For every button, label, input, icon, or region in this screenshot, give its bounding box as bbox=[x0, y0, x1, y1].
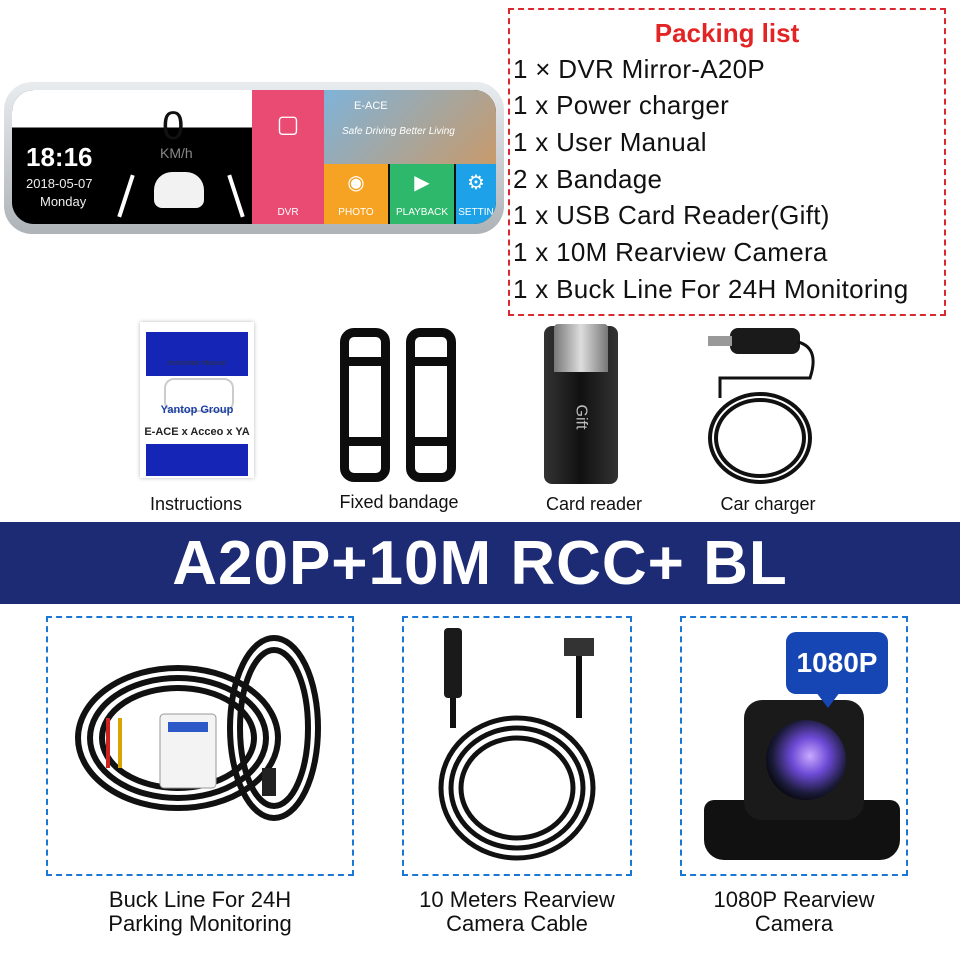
banner-title: A20P+10M RCC+ BL bbox=[172, 528, 788, 598]
card-reader-gift-text: Gift bbox=[572, 404, 590, 430]
camera-caption-line2: Camera bbox=[754, 911, 834, 936]
converter-box bbox=[159, 713, 217, 789]
clock-date: 2018-05-07 bbox=[26, 176, 93, 191]
cable-card bbox=[402, 616, 632, 876]
car-charger-image bbox=[708, 328, 815, 484]
converter-label bbox=[168, 722, 208, 732]
preview-image bbox=[324, 90, 496, 164]
bandage-bar bbox=[415, 357, 447, 366]
packing-item: 1 x User Manual bbox=[513, 127, 707, 157]
cable-caption-line2: Camera Cable bbox=[446, 911, 588, 936]
buck-line-image bbox=[75, 635, 321, 821]
gear-icon: ⚙ bbox=[467, 172, 485, 194]
settings-tile: ⚙ SETTIN bbox=[456, 164, 496, 224]
cable-caption: 10 Meters Rearview Camera Cable bbox=[402, 888, 632, 936]
resolution-badge: 1080P bbox=[786, 632, 888, 694]
charger-coil bbox=[714, 398, 806, 478]
clock-time: 18:16 bbox=[26, 142, 93, 172]
usb-plug bbox=[554, 324, 608, 372]
speed-value: 0 bbox=[162, 104, 185, 148]
dvr-tile: ▢ DVR bbox=[252, 90, 324, 224]
bandage-bar bbox=[415, 437, 447, 446]
clock-day: Monday bbox=[40, 194, 87, 209]
charger-cable bbox=[718, 340, 815, 398]
instructions-label: Instructions bbox=[149, 494, 243, 514]
packing-list-box: Packing list 1 × DVR Mirror-A20P 1 x Pow… bbox=[508, 8, 946, 316]
slogan-text: Safe Driving Better Living bbox=[342, 126, 455, 137]
packing-item: 2 x Bandage bbox=[513, 164, 663, 194]
cable-coil bbox=[458, 735, 576, 841]
manual-heading: Instruction Manual bbox=[168, 360, 226, 367]
bandage-strap-right bbox=[406, 328, 456, 482]
dvr-mirror-image: 0 KM/h 18:16 2018-05-07 Monday ▢ DVR E-A… bbox=[4, 82, 504, 234]
camera-caption: 1080P Rearview Camera bbox=[680, 888, 908, 936]
speed-unit: KM/h bbox=[160, 145, 193, 161]
bandage-bar bbox=[349, 357, 381, 366]
car-charger-label: Car charger bbox=[720, 494, 816, 514]
buck-line-caption: Buck Line For 24H Parking Monitoring bbox=[46, 888, 354, 936]
cable-coil bbox=[448, 725, 586, 851]
play-icon: ▶ bbox=[414, 172, 430, 194]
settings-tile-label: SETTIN bbox=[458, 207, 494, 218]
cable-loop bbox=[237, 647, 311, 809]
brand-logo-text: E-ACE bbox=[354, 100, 388, 112]
card-reader-label: Card reader bbox=[545, 494, 643, 514]
buck-line-caption-line2: Parking Monitoring bbox=[108, 911, 292, 936]
bandage-strap-left bbox=[340, 328, 390, 482]
packing-item: 1 x Buck Line For 24H Monitoring bbox=[513, 274, 909, 304]
bandage-bar bbox=[349, 437, 381, 446]
charger-tip bbox=[708, 336, 732, 346]
playback-tile-label: PLAYBACK bbox=[395, 207, 449, 218]
manual-mirror-drawing bbox=[164, 378, 234, 412]
cable-coil bbox=[87, 675, 269, 801]
manual-logos-text: E-ACE x Acceo x YA bbox=[144, 426, 250, 438]
car-icon bbox=[154, 172, 204, 208]
cable-jack bbox=[564, 638, 594, 656]
packing-item: 1 × DVR Mirror-A20P bbox=[513, 54, 766, 84]
dvr-tile-label: DVR bbox=[277, 207, 299, 218]
cable-coil bbox=[75, 665, 281, 811]
instruction-manual-image: Instruction Manual Yantop Group E-ACE x … bbox=[140, 322, 254, 478]
fixed-bandage-label: Fixed bandage bbox=[339, 492, 459, 512]
cable-caption-line1: 10 Meters Rearview bbox=[419, 887, 615, 912]
rearview-cable-image bbox=[438, 628, 596, 861]
charger-plug bbox=[730, 328, 800, 354]
packing-item: 1 x USB Card Reader(Gift) bbox=[513, 200, 830, 230]
camera-card bbox=[680, 616, 908, 876]
photo-tile: ◉ PHOTO bbox=[324, 164, 388, 224]
cable-connector bbox=[444, 628, 462, 698]
packing-list-title: Packing list bbox=[654, 18, 800, 48]
charger-coil bbox=[708, 392, 812, 484]
manual-group-text: Yantop Group bbox=[160, 404, 234, 416]
packing-item: 1 x Power charger bbox=[513, 90, 730, 120]
packing-item: 1 x 10M Rearview Camera bbox=[513, 237, 828, 267]
dashboard-panel bbox=[12, 90, 252, 224]
buck-line-caption-line1: Buck Line For 24H bbox=[108, 887, 292, 912]
playback-tile: ▶ PLAYBACK bbox=[390, 164, 454, 224]
camera-caption-line1: 1080P Rearview bbox=[713, 887, 875, 912]
badge-pointer bbox=[816, 692, 840, 708]
manual-bottom-band bbox=[146, 444, 248, 476]
video-camera-icon: ▢ bbox=[276, 111, 300, 138]
mirror-screen: 0 KM/h 18:16 2018-05-07 Monday ▢ DVR E-A… bbox=[12, 90, 496, 224]
manual-top-band bbox=[146, 332, 248, 376]
photo-tile-label: PHOTO bbox=[338, 207, 374, 218]
cable-coil bbox=[438, 715, 596, 861]
camera-lens bbox=[766, 720, 846, 800]
model-banner: A20P+10M RCC+ BL bbox=[0, 522, 960, 604]
card-reader-image: Gift bbox=[544, 324, 618, 484]
camera-icon: ◉ bbox=[347, 172, 365, 194]
buck-line-card bbox=[46, 616, 354, 876]
usb-plug bbox=[262, 768, 276, 796]
cable-loop bbox=[227, 635, 321, 821]
